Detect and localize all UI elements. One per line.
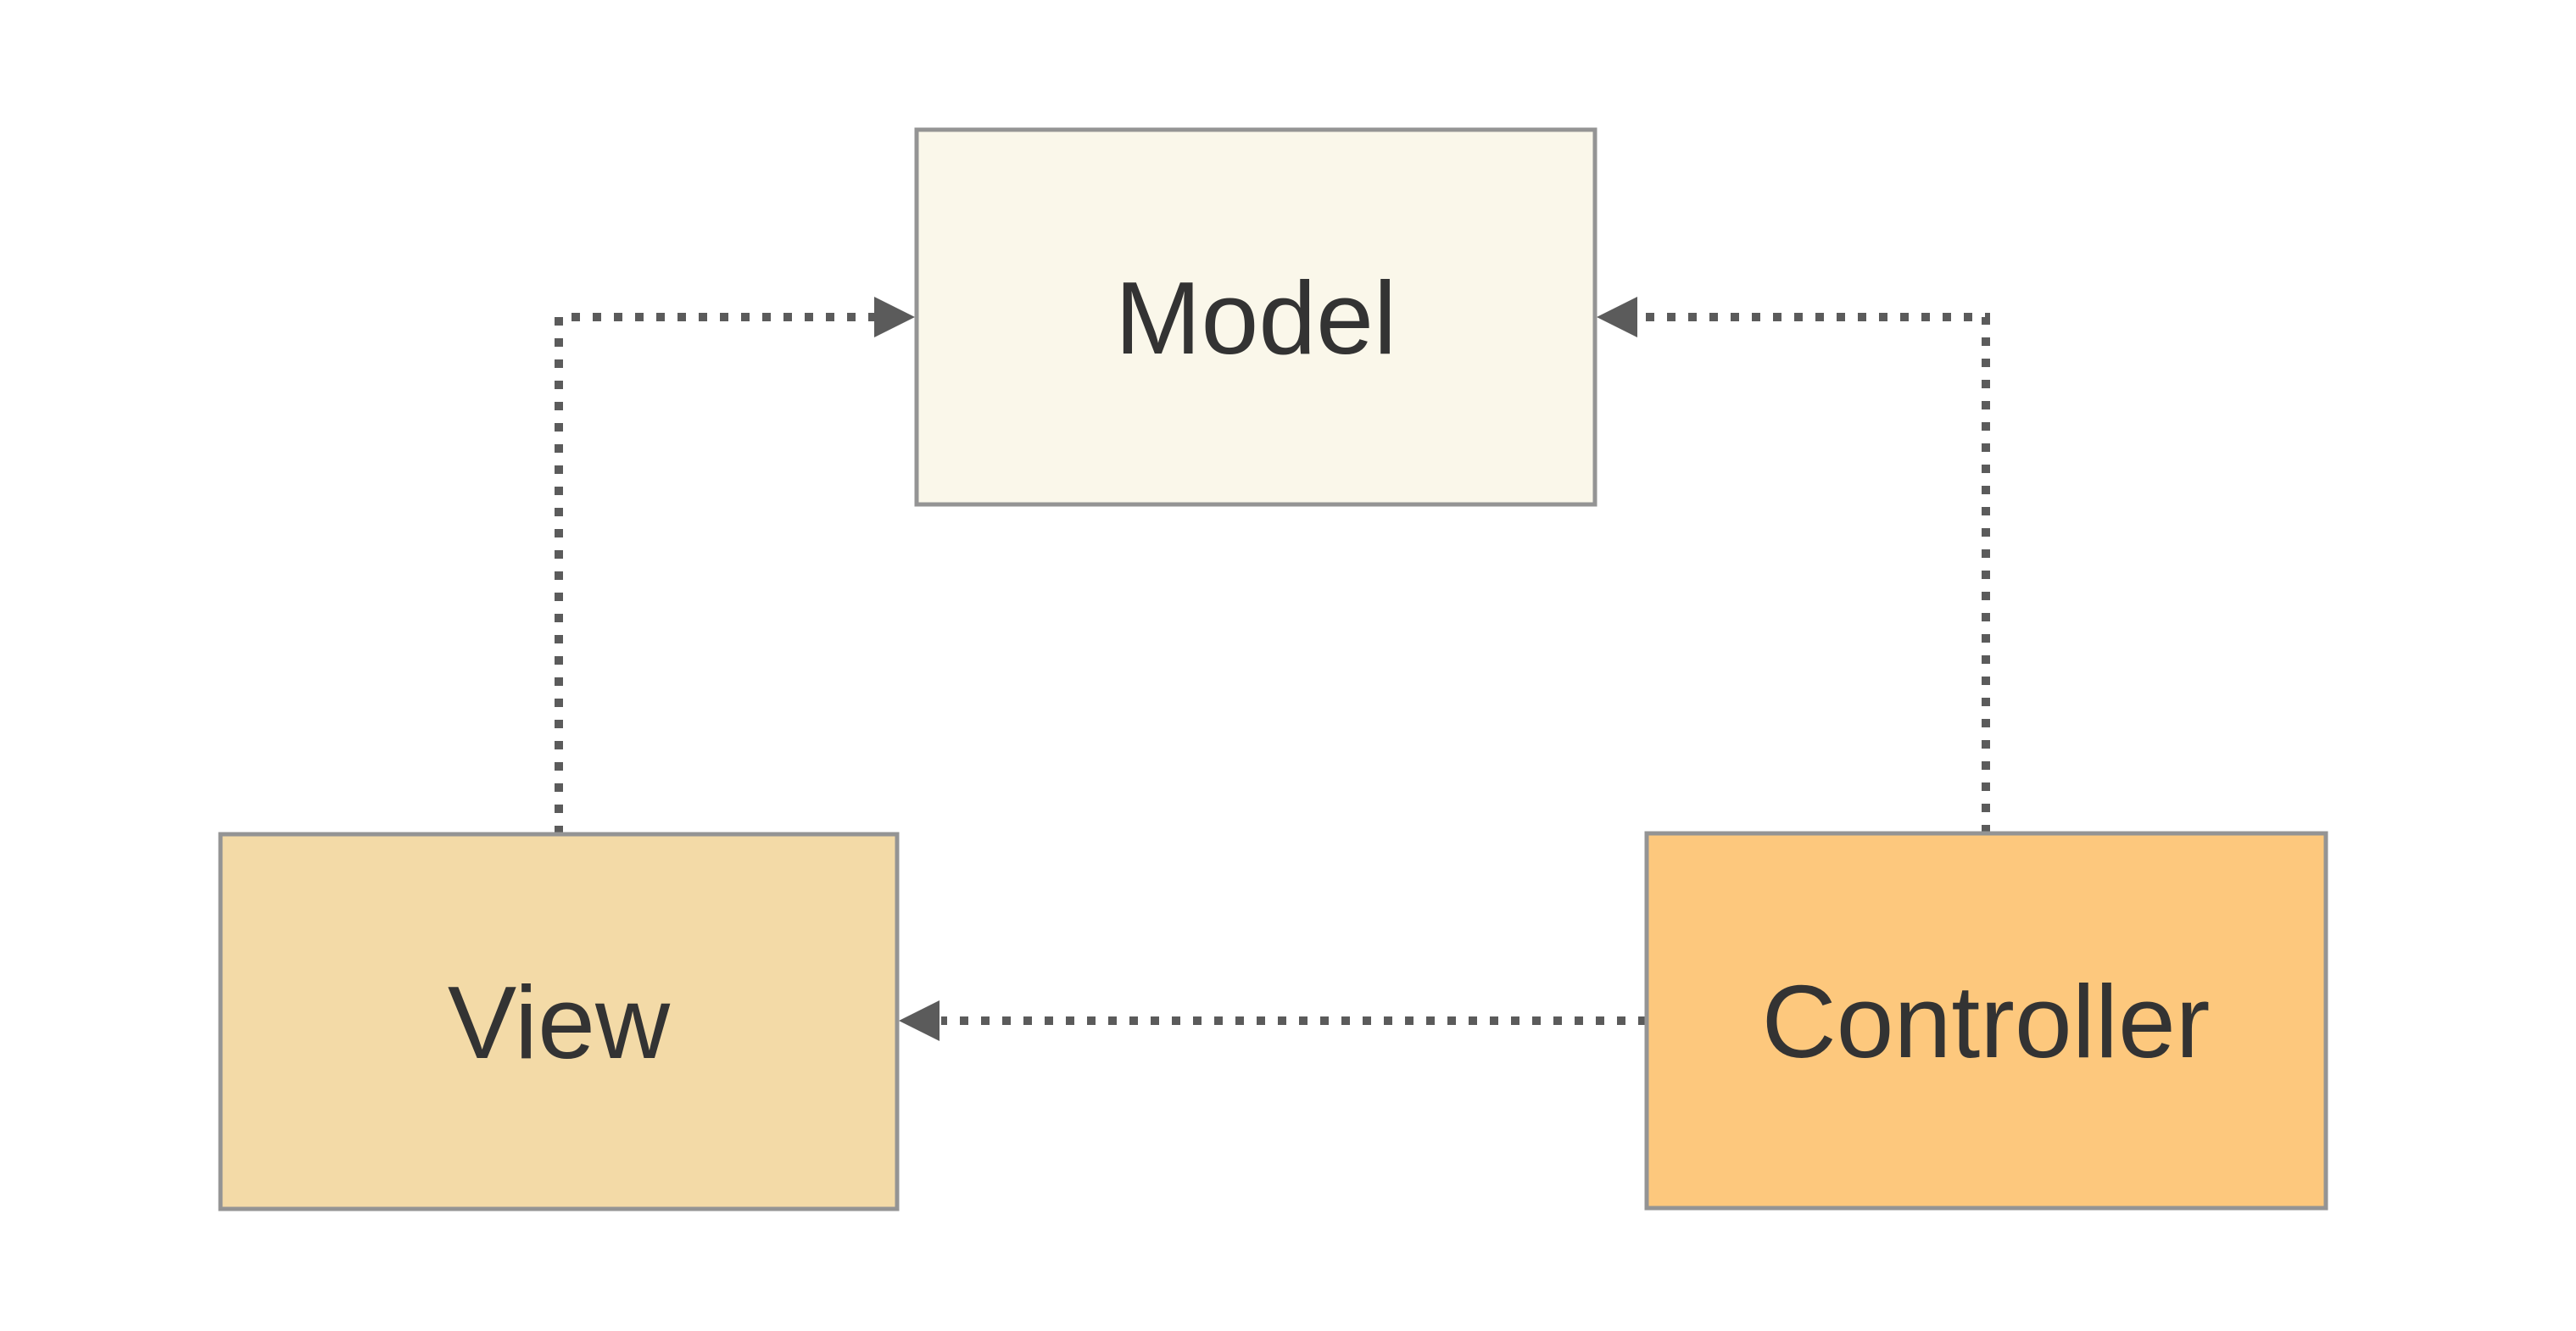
node-controller-label: Controller	[1762, 964, 2211, 1079]
edge-view-to-model	[555, 297, 915, 834]
edge-controller-to-view-arrowhead-icon	[899, 1000, 940, 1041]
node-view-box	[218, 832, 900, 1211]
edge-controller-to-model-arrowhead-icon	[1597, 297, 1637, 337]
node-view: View	[218, 832, 900, 1211]
edge-controller-to-view	[899, 1000, 1647, 1041]
edge-controller-to-model-line	[1636, 313, 1990, 833]
edge-view-to-model-arrowhead-icon	[874, 297, 915, 337]
node-model-label: Model	[1115, 260, 1397, 376]
node-model-box	[914, 127, 1597, 507]
node-model: Model	[914, 127, 1597, 507]
node-controller-box	[1644, 831, 2328, 1211]
edge-controller-to-model	[1597, 297, 1990, 833]
node-view-label: View	[448, 965, 671, 1080]
edge-view-to-model-line	[555, 313, 875, 834]
node-controller: Controller	[1644, 831, 2328, 1211]
